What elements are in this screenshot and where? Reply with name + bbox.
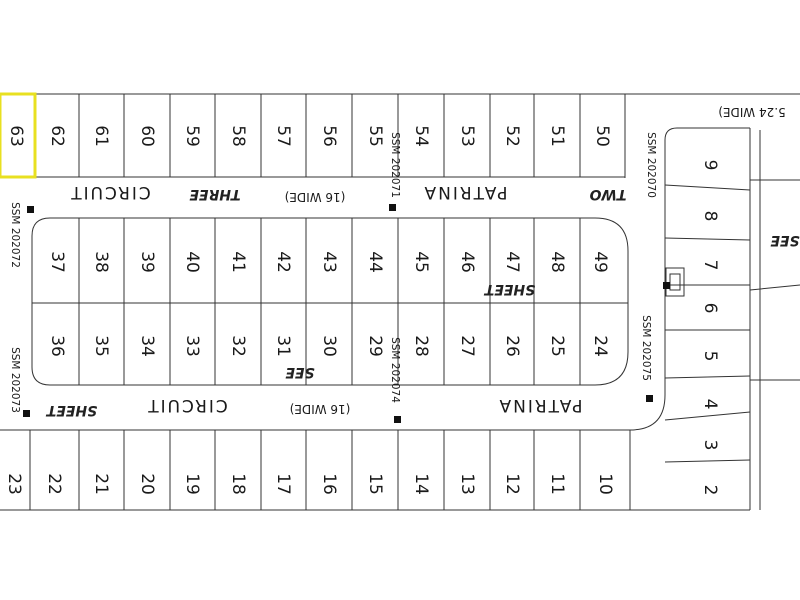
lot-30-label[interactable]: 30 (319, 335, 339, 357)
lot-6-label[interactable]: 6 (700, 303, 720, 314)
note-see-right: SEE (770, 232, 800, 248)
lot-61-label[interactable]: 61 (91, 125, 111, 147)
lot-25-label[interactable]: 25 (547, 335, 567, 357)
lot-53-label[interactable]: 53 (457, 125, 477, 147)
lot-33-label[interactable]: 33 (182, 335, 202, 357)
lot-58-label[interactable]: 58 (228, 125, 248, 147)
lot-5-label[interactable]: 5 (700, 351, 720, 362)
lot-41-label[interactable]: 41 (228, 251, 248, 273)
lot-27-label[interactable]: 27 (457, 335, 477, 357)
linework (0, 94, 800, 510)
lot-36-label[interactable]: 36 (47, 335, 67, 357)
lot-49-label[interactable]: 49 (590, 251, 610, 273)
lot-55-label[interactable]: 55 (365, 125, 385, 147)
lot-14-label[interactable]: 14 (411, 473, 431, 495)
note-see-mid: SEE (285, 364, 315, 380)
lot-51-label[interactable]: 51 (547, 125, 567, 147)
lot-31-label[interactable]: 31 (273, 335, 293, 357)
lot-46-label[interactable]: 46 (457, 251, 477, 273)
lot-7-label[interactable]: 7 (700, 260, 720, 271)
note-two: TWO (589, 186, 626, 202)
lot-18-label[interactable]: 18 (228, 473, 248, 495)
lot-35-label[interactable]: 35 (91, 335, 111, 357)
note-sheet-mid: SHEET (483, 281, 535, 297)
lot-17-label[interactable]: 17 (273, 473, 293, 495)
street-top-right-width: 5.24 WIDE) (718, 105, 785, 119)
lot-10-label[interactable]: 10 (595, 473, 615, 495)
lot-15-label[interactable]: 15 (365, 473, 385, 495)
lot-43-label[interactable]: 43 (319, 251, 339, 273)
lot-45-label[interactable]: 45 (411, 251, 431, 273)
lot-26-label[interactable]: 26 (502, 335, 522, 357)
ssm-202071-label: SSM 202071 (389, 132, 401, 198)
lot-60-label[interactable]: 60 (137, 125, 157, 147)
street-lower-circuit: CIRCUIT (146, 395, 228, 415)
ssm-202073-label: SSM 202073 (9, 347, 21, 413)
lot-16-label[interactable]: 16 (319, 473, 339, 495)
lots-bottom-row: 23 22 21 20 19 18 17 16 15 14 13 12 11 10 (4, 473, 615, 495)
lot-21-label[interactable]: 21 (91, 473, 111, 495)
lot-37-label[interactable]: 37 (47, 251, 67, 273)
lot-57-label[interactable]: 57 (273, 125, 293, 147)
lot-23-label[interactable]: 23 (4, 473, 24, 495)
note-three: THREE (189, 186, 241, 202)
lot-11-label[interactable]: 11 (547, 473, 567, 495)
lot-29-label[interactable]: 29 (365, 335, 385, 357)
street-upper-width: (16 WIDE) (285, 190, 346, 204)
lot-63-highlight[interactable] (0, 94, 35, 177)
lot-32-label[interactable]: 32 (228, 335, 248, 357)
ssm-202074-label: SSM 202074 (389, 337, 401, 403)
lot-59-label[interactable]: 59 (182, 125, 202, 147)
lot-22-label[interactable]: 22 (44, 473, 64, 495)
lot-2-label[interactable]: 2 (700, 485, 720, 496)
lot-8-label[interactable]: 8 (700, 211, 720, 222)
lot-28-label[interactable]: 28 (411, 335, 431, 357)
lot-42-label[interactable]: 42 (273, 251, 293, 273)
lot-13-label[interactable]: 13 (457, 473, 477, 495)
lot-34-label[interactable]: 34 (137, 335, 157, 357)
lots-top-row: 63 62 61 60 59 58 57 56 55 54 53 52 51 50 (6, 125, 612, 147)
lots-right-column: 9 8 7 6 5 4 3 2 (700, 160, 720, 496)
lot-4-label[interactable]: 4 (700, 399, 720, 410)
lots-middle-lower-row: 36 35 34 33 32 31 30 29 28 27 26 25 24 (47, 335, 610, 357)
survey-mark-squares (23, 204, 670, 423)
lot-19-label[interactable]: 19 (182, 473, 202, 495)
street-lower-width: (16 WIDE) (290, 402, 351, 416)
lot-3-label[interactable]: 3 (700, 440, 720, 451)
lot-24-label[interactable]: 24 (590, 335, 610, 357)
lots-middle-upper-row: 37 38 39 40 41 42 43 44 45 46 47 48 49 (47, 251, 610, 273)
lot-62-label[interactable]: 62 (47, 125, 67, 147)
lot-63-label[interactable]: 63 (6, 125, 26, 147)
lot-47-label[interactable]: 47 (502, 251, 522, 273)
street-upper-patrina: PATRINA (422, 182, 507, 202)
lot-48-label[interactable]: 48 (547, 251, 567, 273)
lot-54-label[interactable]: 54 (411, 125, 431, 147)
street-lower-patrina: PATRINA (497, 395, 582, 415)
lot-44-label[interactable]: 44 (365, 251, 385, 273)
lot-38-label[interactable]: 38 (91, 251, 111, 273)
lot-20-label[interactable]: 20 (137, 473, 157, 495)
lot-9-label[interactable]: 9 (700, 160, 720, 171)
lot-12-label[interactable]: 12 (502, 473, 522, 495)
note-sheet-left: SHEET (45, 402, 97, 418)
ssm-202070-label: SSM 202070 (645, 132, 657, 198)
lot-52-label[interactable]: 52 (502, 125, 522, 147)
lot-56-label[interactable]: 56 (319, 125, 339, 147)
lot-39-label[interactable]: 39 (137, 251, 157, 273)
lot-40-label[interactable]: 40 (182, 251, 202, 273)
lot-50-label[interactable]: 50 (592, 125, 612, 147)
ssm-202072-label: SSM 202072 (9, 202, 21, 268)
ssm-202075-label: SSM 202075 (640, 315, 652, 381)
street-upper-circuit: CIRCUIT (69, 182, 151, 202)
